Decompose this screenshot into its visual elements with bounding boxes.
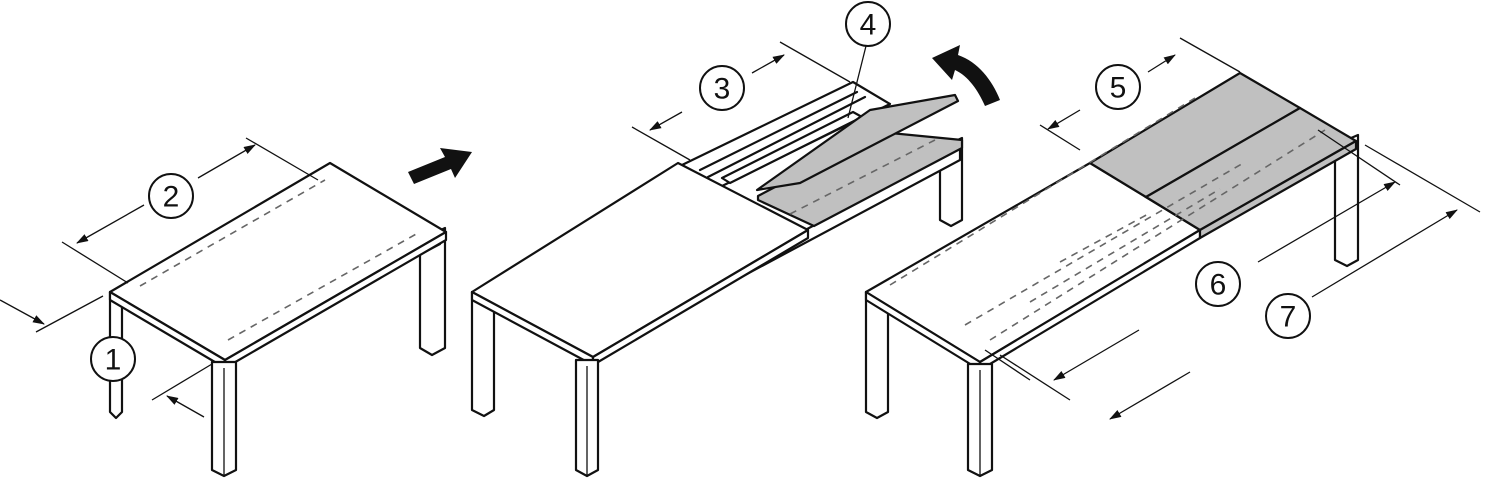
table-opening [470,80,964,478]
dimension-4: 4 [845,1,891,119]
callout-4-label: 4 [860,9,877,42]
callout-6 [1195,261,1241,307]
callout-1-label: 1 [105,344,122,377]
table-closed [108,161,448,478]
step-arrow-pull-icon [408,148,472,184]
callout-5 [1095,64,1141,110]
callout-3 [699,65,745,111]
callout-6-label: 6 [1210,269,1227,302]
table-extended [864,71,1360,478]
dimension-5: 5 [1039,37,1241,151]
callout-2-label: 2 [163,181,180,214]
dimension-1: 1 [0,295,213,418]
step-arrow-flip-icon [932,45,1000,106]
callout-3-label: 3 [714,73,731,106]
callout-4 [845,1,891,47]
dimension-2: 2 [61,137,319,284]
callout-7 [1265,293,1311,339]
dimension-7: 7 [999,144,1481,420]
dimension-3: 3 [631,41,851,161]
callout-1 [90,336,136,382]
callout-5-label: 5 [1110,72,1127,105]
dimension-6: 6 [984,129,1401,381]
callout-2 [148,173,194,219]
callout-7-label: 7 [1280,301,1297,334]
